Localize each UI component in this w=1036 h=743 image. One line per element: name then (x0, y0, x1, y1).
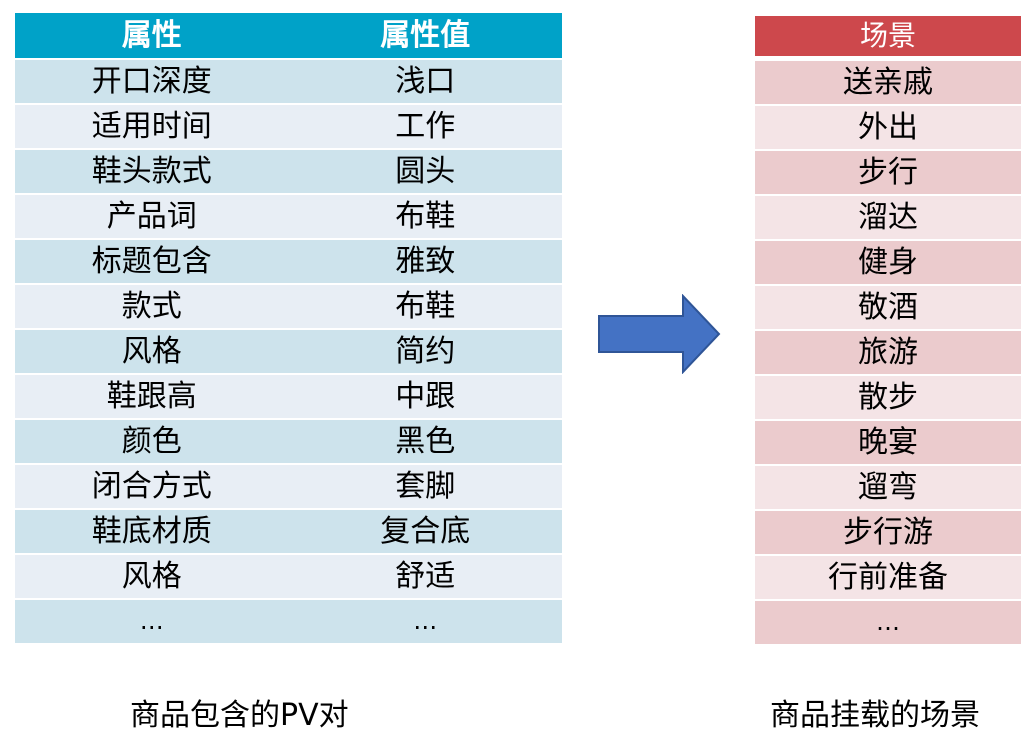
pv-attribute-cell: 鞋头款式 (15, 149, 289, 195)
pv-attribute-cell: 闭合方式 (15, 464, 289, 510)
table-row: 健身 (755, 240, 1021, 286)
table-row: 鞋头款式 圆头 (15, 149, 562, 195)
pv-value-cell: 套脚 (288, 464, 562, 510)
pv-value-cell: 布鞋 (288, 284, 562, 330)
table-row: 鞋底材质 复合底 (15, 509, 562, 555)
scene-cell: 步行游 (755, 510, 1021, 556)
pv-value-cell: 复合底 (288, 509, 562, 555)
table-row: 闭合方式 套脚 (15, 464, 562, 510)
pv-attribute-cell: 标题包含 (15, 239, 289, 285)
pv-attribute-cell: 鞋跟高 (15, 374, 289, 420)
pv-attribute-cell: 款式 (15, 284, 289, 330)
pv-attribute-cell: 风格 (15, 329, 289, 375)
table-row: 溜达 (755, 195, 1021, 241)
pv-table-header-row: 属性 属性值 (15, 13, 562, 60)
scene-table: 场景 送亲戚 外出 步行 溜达 健身 敬酒 旅游 散步 晚宴 遛弯 步行游 行前… (755, 16, 1021, 646)
scene-cell: 外出 (755, 105, 1021, 151)
pv-value-cell: 简约 (288, 329, 562, 375)
table-row: 晚宴 (755, 420, 1021, 466)
pv-value-cell: 布鞋 (288, 194, 562, 240)
scene-cell: 健身 (755, 240, 1021, 286)
pv-table-caption: 商品包含的PV对 (130, 698, 349, 733)
table-row: 步行 (755, 150, 1021, 196)
table-row: 鞋跟高 中跟 (15, 374, 562, 420)
pv-header-value: 属性值 (288, 13, 562, 60)
table-row: 旅游 (755, 330, 1021, 376)
scene-header: 场景 (755, 16, 1021, 61)
scene-table-caption: 商品挂载的场景 (770, 698, 980, 733)
scene-cell: 送亲戚 (755, 58, 1021, 106)
table-row: 敬酒 (755, 285, 1021, 331)
scene-cell: 溜达 (755, 195, 1021, 241)
pv-value-cell: 黑色 (288, 419, 562, 465)
pv-attribute-cell: … (15, 599, 289, 645)
table-row: 款式 布鞋 (15, 284, 562, 330)
pv-attribute-cell: 鞋底材质 (15, 509, 289, 555)
pv-header-attribute: 属性 (15, 13, 289, 60)
table-row: 步行游 (755, 510, 1021, 556)
pv-value-cell: 舒适 (288, 554, 562, 600)
table-row: 送亲戚 (755, 58, 1021, 106)
table-row: 开口深度 浅口 (15, 59, 562, 105)
table-row: 外出 (755, 105, 1021, 151)
right-arrow-shape (598, 294, 721, 374)
table-row: … … (15, 599, 562, 645)
pv-attribute-cell: 颜色 (15, 419, 289, 465)
table-row: 标题包含 雅致 (15, 239, 562, 285)
scene-cell: 行前准备 (755, 555, 1021, 601)
pv-value-cell: 工作 (288, 104, 562, 150)
pv-value-cell: 雅致 (288, 239, 562, 285)
scene-cell: 旅游 (755, 330, 1021, 376)
pv-value-cell: 中跟 (288, 374, 562, 420)
scene-table-header-row: 场景 (755, 16, 1021, 61)
table-row: 风格 简约 (15, 329, 562, 375)
scene-cell: 敬酒 (755, 285, 1021, 331)
table-row: … (755, 600, 1021, 646)
pv-attribute-cell: 风格 (15, 554, 289, 600)
table-row: 适用时间 工作 (15, 104, 562, 150)
pv-attribute-cell: 开口深度 (15, 59, 289, 105)
scene-cell: … (755, 600, 1021, 646)
scene-cell: 遛弯 (755, 465, 1021, 511)
pv-attribute-cell: 适用时间 (15, 104, 289, 150)
scene-cell: 晚宴 (755, 420, 1021, 466)
right-arrow-icon (598, 294, 721, 374)
pv-value-cell: 圆头 (288, 149, 562, 195)
table-row: 散步 (755, 375, 1021, 421)
scene-cell: 步行 (755, 150, 1021, 196)
scene-cell: 散步 (755, 375, 1021, 421)
pv-table: 属性 属性值 开口深度 浅口 适用时间 工作 鞋头款式 圆头 产品词 布鞋 标题… (15, 13, 562, 645)
pv-attribute-cell: 产品词 (15, 194, 289, 240)
table-row: 风格 舒适 (15, 554, 562, 600)
pv-value-cell: … (288, 599, 562, 645)
pv-value-cell: 浅口 (288, 59, 562, 105)
table-row: 产品词 布鞋 (15, 194, 562, 240)
table-row: 行前准备 (755, 555, 1021, 601)
table-row: 遛弯 (755, 465, 1021, 511)
table-row: 颜色 黑色 (15, 419, 562, 465)
